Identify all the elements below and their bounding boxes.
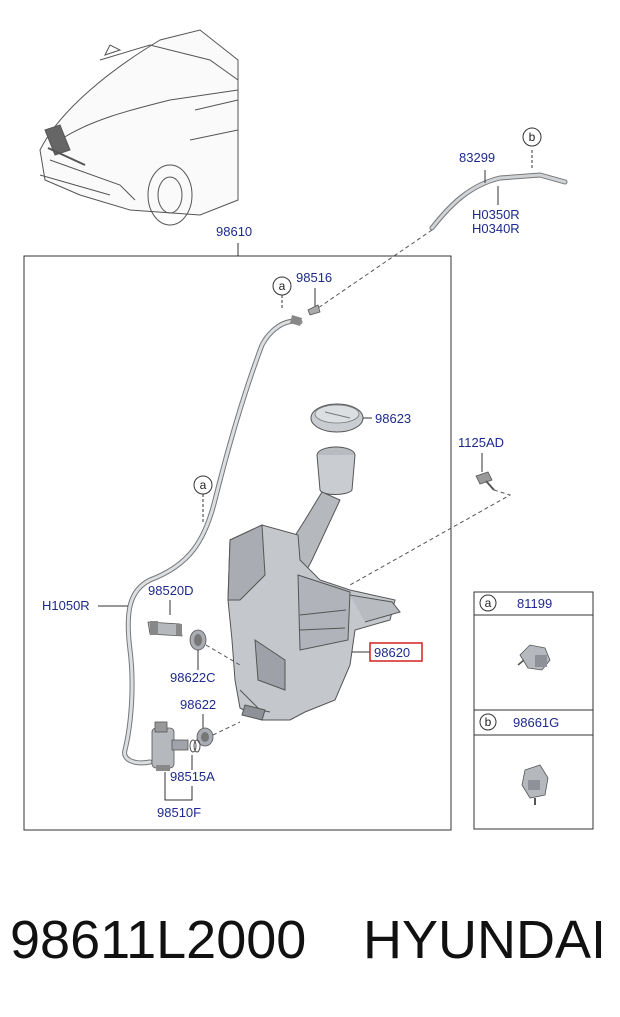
svg-text:a: a	[485, 596, 492, 610]
label-98623: 98623	[375, 411, 411, 426]
clip-98661g	[521, 764, 549, 805]
label-98620: 98620	[374, 645, 410, 660]
label-h1050r: H1050R	[42, 598, 90, 613]
circle-marker-a-mid: a	[193, 475, 213, 522]
svg-text:b: b	[529, 130, 536, 144]
label-98622c: 98622C	[170, 670, 216, 685]
label-h0340r: H0340R	[472, 221, 520, 236]
cap-98623	[310, 403, 364, 433]
svg-text:b: b	[485, 715, 492, 729]
label-98661g: 98661G	[513, 715, 559, 730]
brand-caption: HYUNDAI	[362, 910, 606, 970]
circle-marker-b-panel: b	[479, 713, 497, 731]
label-98516: 98516	[296, 270, 332, 285]
assembly-frame	[23, 255, 452, 831]
label-83299: 83299	[459, 150, 495, 165]
label-98515a: 98515A	[170, 769, 215, 784]
label-1125ad: 1125AD	[458, 435, 504, 450]
label-98610: 98610	[216, 224, 252, 239]
car-illustration	[39, 29, 239, 226]
label-98520d: 98520D	[148, 583, 194, 598]
reference-panel	[473, 591, 594, 830]
grommet-98622c	[189, 629, 207, 651]
hose-83299	[429, 150, 568, 231]
hose-h1050r	[122, 315, 303, 766]
circle-marker-a-top: a	[272, 276, 292, 310]
check-valve-98520d	[147, 621, 183, 637]
svg-text:a: a	[279, 279, 286, 293]
part-number-caption: 98611L2000	[10, 910, 307, 970]
label-h0350r: H0350R	[472, 207, 520, 222]
seal-98515a	[189, 739, 201, 753]
bolt-1125ad	[475, 471, 495, 491]
label-81199: 81199	[517, 596, 552, 611]
washer-pump-98510f	[151, 721, 189, 771]
label-98510f: 98510F	[157, 805, 201, 820]
circle-marker-b-top: b	[522, 127, 542, 147]
label-98622: 98622	[180, 697, 216, 712]
svg-text:a: a	[200, 478, 207, 492]
circle-marker-a-panel: a	[479, 594, 497, 612]
grommet-98622	[196, 727, 214, 747]
reservoir-tank-98620	[227, 446, 401, 721]
clip-81199	[517, 644, 551, 671]
highlight-box-98620	[369, 642, 423, 662]
